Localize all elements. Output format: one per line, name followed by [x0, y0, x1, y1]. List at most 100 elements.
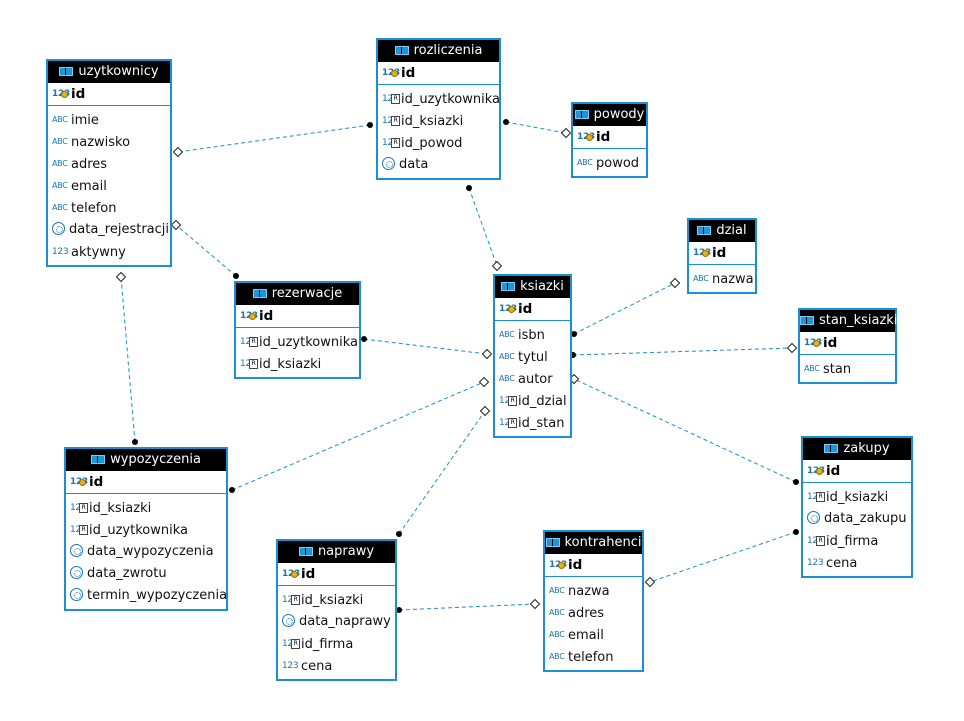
date-type-icon	[70, 544, 83, 557]
column-row[interactable]: data_zakupu	[803, 508, 911, 530]
relationship-rozliczenia-to-powody[interactable]	[503, 119, 572, 139]
relationship-naprawy-to-ksiazki[interactable]	[396, 405, 491, 538]
relationship-ksiazki-to-stan-ksiazki[interactable]	[570, 342, 798, 359]
primary-key-row[interactable]: 123id	[545, 554, 642, 576]
primary-key-row[interactable]: 123id	[278, 563, 395, 585]
pk-end-diamond	[170, 219, 182, 231]
column-row[interactable]: 123id_powod	[378, 132, 499, 154]
relationship-zakupy-to-ksiazki[interactable]	[568, 373, 800, 486]
column-row[interactable]: 123id_firma	[278, 633, 395, 655]
entity-header[interactable]: dzial	[689, 220, 755, 242]
primary-key-row[interactable]: 123id	[378, 62, 499, 84]
primary-key-icon: 123	[52, 83, 70, 105]
column-row[interactable]: data_naprawy	[278, 611, 395, 633]
primary-key-label: id	[712, 245, 727, 261]
column-row[interactable]: 123id_firma	[803, 530, 911, 552]
relationship-zakupy-to-kontrahenci[interactable]	[644, 529, 800, 588]
column-row[interactable]: 123id_uzytkownika	[378, 88, 500, 110]
column-row[interactable]: 123id_dzial	[495, 390, 570, 412]
column-row[interactable]: data_wypozyczenia	[66, 541, 226, 563]
relationship-rozliczenia-to-ksiazki[interactable]	[466, 185, 503, 272]
column-row[interactable]: 123id_ksiazki	[378, 110, 499, 132]
column-row[interactable]: 123id_ksiazki	[278, 589, 395, 611]
column-row[interactable]: termin_wypozyczenia	[66, 585, 228, 607]
column-name: termin_wypozyczenia	[87, 588, 228, 603]
entity-header[interactable]: kontrahenci	[545, 532, 642, 554]
link-line	[505, 121, 567, 134]
date-type-icon	[70, 588, 83, 601]
primary-key-row[interactable]: 123id	[48, 83, 170, 105]
entity-header[interactable]: powody	[573, 104, 646, 126]
fk-end-dot	[503, 119, 509, 125]
relationship-naprawy-to-kontrahenci[interactable]	[396, 598, 541, 614]
entity-header[interactable]: rezerwacje	[236, 283, 359, 305]
primary-key-row[interactable]: 123id	[66, 471, 226, 493]
primary-key-label: id	[401, 65, 416, 81]
table-icon	[252, 289, 267, 298]
relationship-rezerwacje-to-uzytkownicy[interactable]	[170, 219, 240, 280]
column-row[interactable]: 123id_ksiazki	[66, 497, 226, 519]
column-row[interactable]: 123id_stan	[495, 412, 570, 434]
entity-header[interactable]: wypozyczenia	[66, 449, 226, 471]
column-row[interactable]: data	[378, 154, 499, 176]
entity-header[interactable]: uzytkownicy	[48, 61, 170, 83]
column-row[interactable]: 123id_ksiazki	[236, 353, 359, 375]
primary-key-row[interactable]: 123id	[236, 305, 359, 327]
column-row[interactable]: 123id_ksiazki	[803, 486, 911, 508]
relationship-wypozyczenia-to-ksiazki[interactable]	[229, 376, 490, 494]
column-row[interactable]: data_rejestracji	[48, 219, 170, 241]
column-row[interactable]: 123id_uzytkownika	[236, 331, 359, 353]
entity-naprawy[interactable]: naprawy123id123id_ksiazkidata_naprawy123…	[276, 539, 397, 681]
entity-header[interactable]: zakupy	[803, 438, 911, 460]
primary-key-row[interactable]: 123id	[689, 242, 755, 264]
relationship-rozliczenia-to-uzytkownicy[interactable]	[172, 122, 374, 158]
foreign-key-icon: 123	[282, 633, 300, 655]
relationship-ksiazki-to-dzial[interactable]	[571, 277, 681, 338]
link-line	[363, 338, 488, 355]
primary-key-row[interactable]: 123id	[803, 460, 911, 482]
text-type-icon: ABC	[499, 374, 515, 383]
entity-header[interactable]: rozliczenia	[378, 40, 499, 62]
primary-key-row[interactable]: 123id	[800, 332, 895, 354]
fk-end-dot	[396, 531, 402, 537]
entity-header[interactable]: ksiazki	[495, 276, 570, 298]
column-row[interactable]: 123id_uzytkownika	[66, 519, 226, 541]
relationship-wypozyczenia-to-uzytkownicy[interactable]	[115, 271, 139, 446]
entity-header[interactable]: stan_ksiazki	[800, 310, 897, 332]
relationship-rezerwacje-to-ksiazki[interactable]	[361, 336, 493, 360]
primary-key-row[interactable]: 123id	[495, 298, 570, 320]
column-row[interactable]: data_zwrotu	[66, 563, 226, 585]
entity-ksiazki[interactable]: ksiazki123idABCisbnABCtytulABCautor123id…	[493, 274, 572, 438]
entity-header[interactable]: naprawy	[278, 541, 395, 563]
date-type-icon	[282, 614, 295, 627]
primary-key-row[interactable]: 123id	[573, 126, 646, 148]
